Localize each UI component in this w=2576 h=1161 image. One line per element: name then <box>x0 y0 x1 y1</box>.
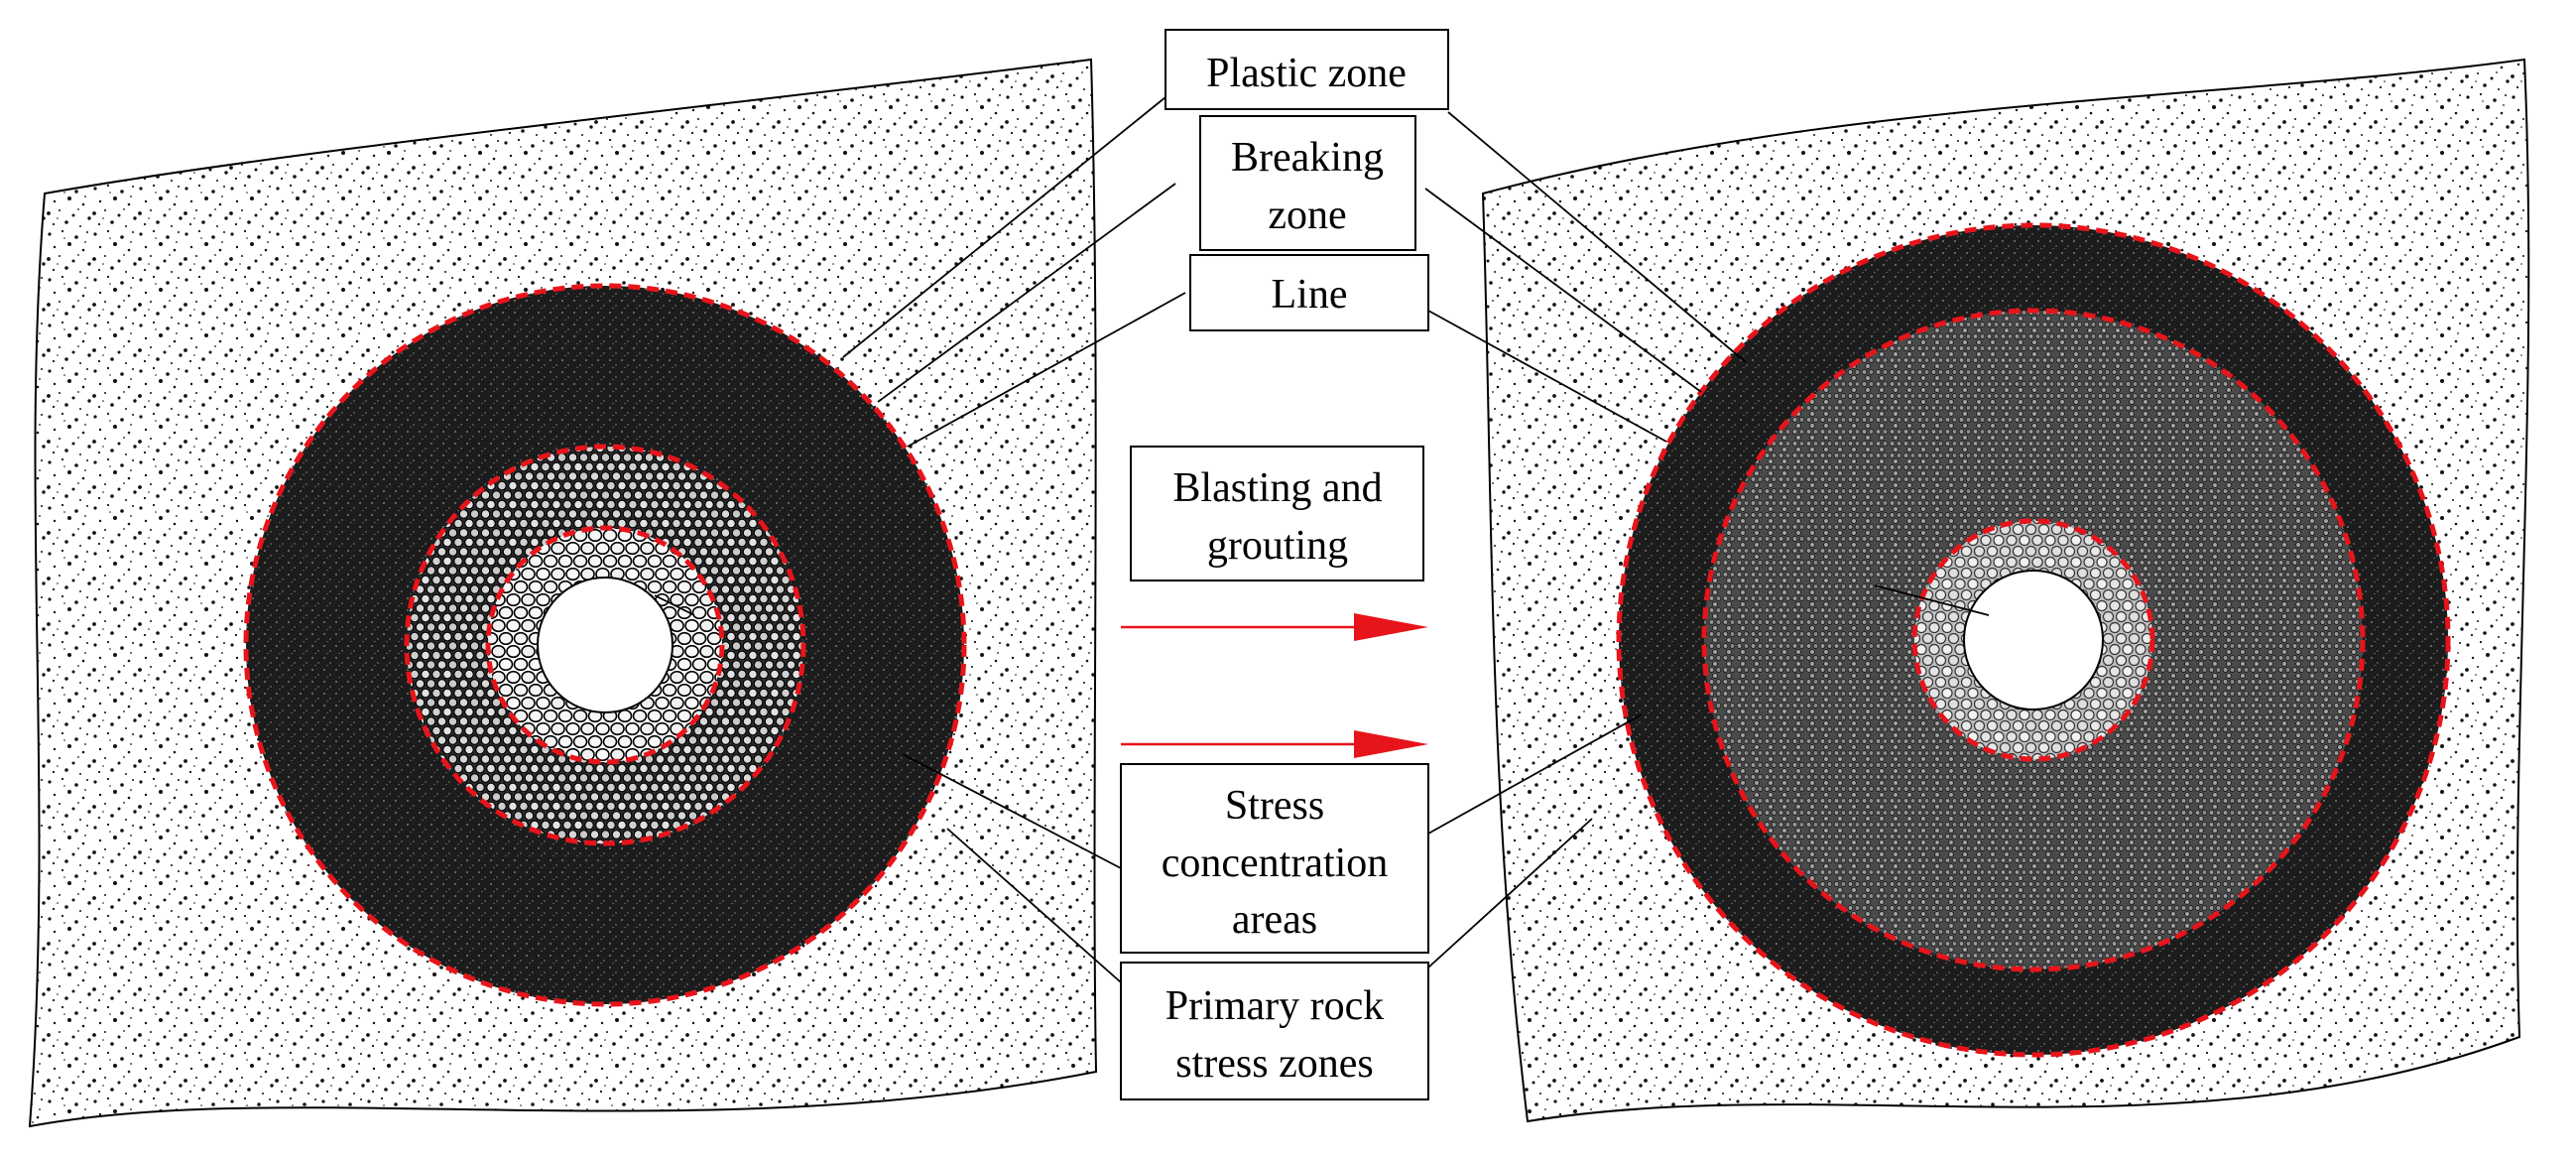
leader-primary-left <box>946 828 1122 983</box>
label-breaking-zone-box <box>1199 115 1416 251</box>
leader-breaking-zone-right <box>1424 188 1702 393</box>
right-breaking-zone-boundary <box>1701 308 2366 972</box>
label-plastic-zone-text: Plastic zone <box>1206 51 1407 96</box>
leader-line-left <box>907 292 1186 448</box>
leader-stress-right <box>1427 713 1643 835</box>
label-breaking-zone-text-2: zone <box>1268 193 1346 238</box>
label-line-text: Line <box>1272 272 1348 318</box>
label-line-box <box>1189 254 1429 331</box>
label-process-box <box>1130 446 1424 581</box>
right-plastic-zone-boundary <box>1616 222 2451 1058</box>
label-process-text-2: grouting <box>1207 523 1348 569</box>
label-plastic-zone-box <box>1165 29 1449 110</box>
right-tunnel-panel <box>1481 58 2530 1123</box>
process-arrows <box>1121 613 1428 758</box>
leader-lines <box>654 96 1990 983</box>
leader-breaking-zone-left <box>877 183 1176 403</box>
leader-center-left <box>654 594 695 616</box>
label-stress-text-3: areas <box>1232 897 1317 943</box>
left-breaking-zone-boundary <box>404 444 806 846</box>
arrow-upper-head <box>1354 613 1428 641</box>
label-stress-box <box>1120 763 1429 954</box>
label-primary-text-2: stress zones <box>1175 1041 1373 1087</box>
label-primary-box <box>1120 962 1429 1100</box>
left-loose-zone-boundary <box>485 525 725 765</box>
label-breaking-zone: Breaking zone <box>1199 115 1416 251</box>
label-line: Line <box>1189 254 1429 331</box>
label-breaking-zone-text-1: Breaking <box>1231 135 1384 181</box>
label-primary-text-1: Primary rock <box>1165 983 1384 1029</box>
leader-primary-right <box>1427 818 1593 968</box>
leader-plastic-zone-right <box>1447 111 1747 363</box>
right-grouted-zone-boundary <box>1911 518 2155 762</box>
label-process: Blasting and grouting <box>1130 446 1424 581</box>
arrow-lower-head <box>1354 730 1428 758</box>
right-tunnel-opening <box>1963 570 2104 710</box>
label-plastic-zone: Plastic zone <box>1165 29 1449 110</box>
label-stress-concentration: Stress concentration areas <box>1120 763 1429 954</box>
left-tunnel-opening <box>537 577 674 713</box>
leader-line-right <box>1427 310 1667 443</box>
label-stress-text-2: concentration <box>1162 840 1389 886</box>
left-tunnel-panel <box>28 58 1098 1128</box>
leader-stress-left <box>902 753 1122 869</box>
label-primary-rock: Primary rock stress zones <box>1120 962 1429 1100</box>
label-stress-text-1: Stress <box>1225 783 1324 829</box>
leader-center-right <box>1874 584 1990 616</box>
left-plastic-zone-boundary <box>243 283 967 1007</box>
label-process-text-1: Blasting and <box>1172 465 1382 511</box>
leader-plastic-zone-left <box>842 96 1166 358</box>
